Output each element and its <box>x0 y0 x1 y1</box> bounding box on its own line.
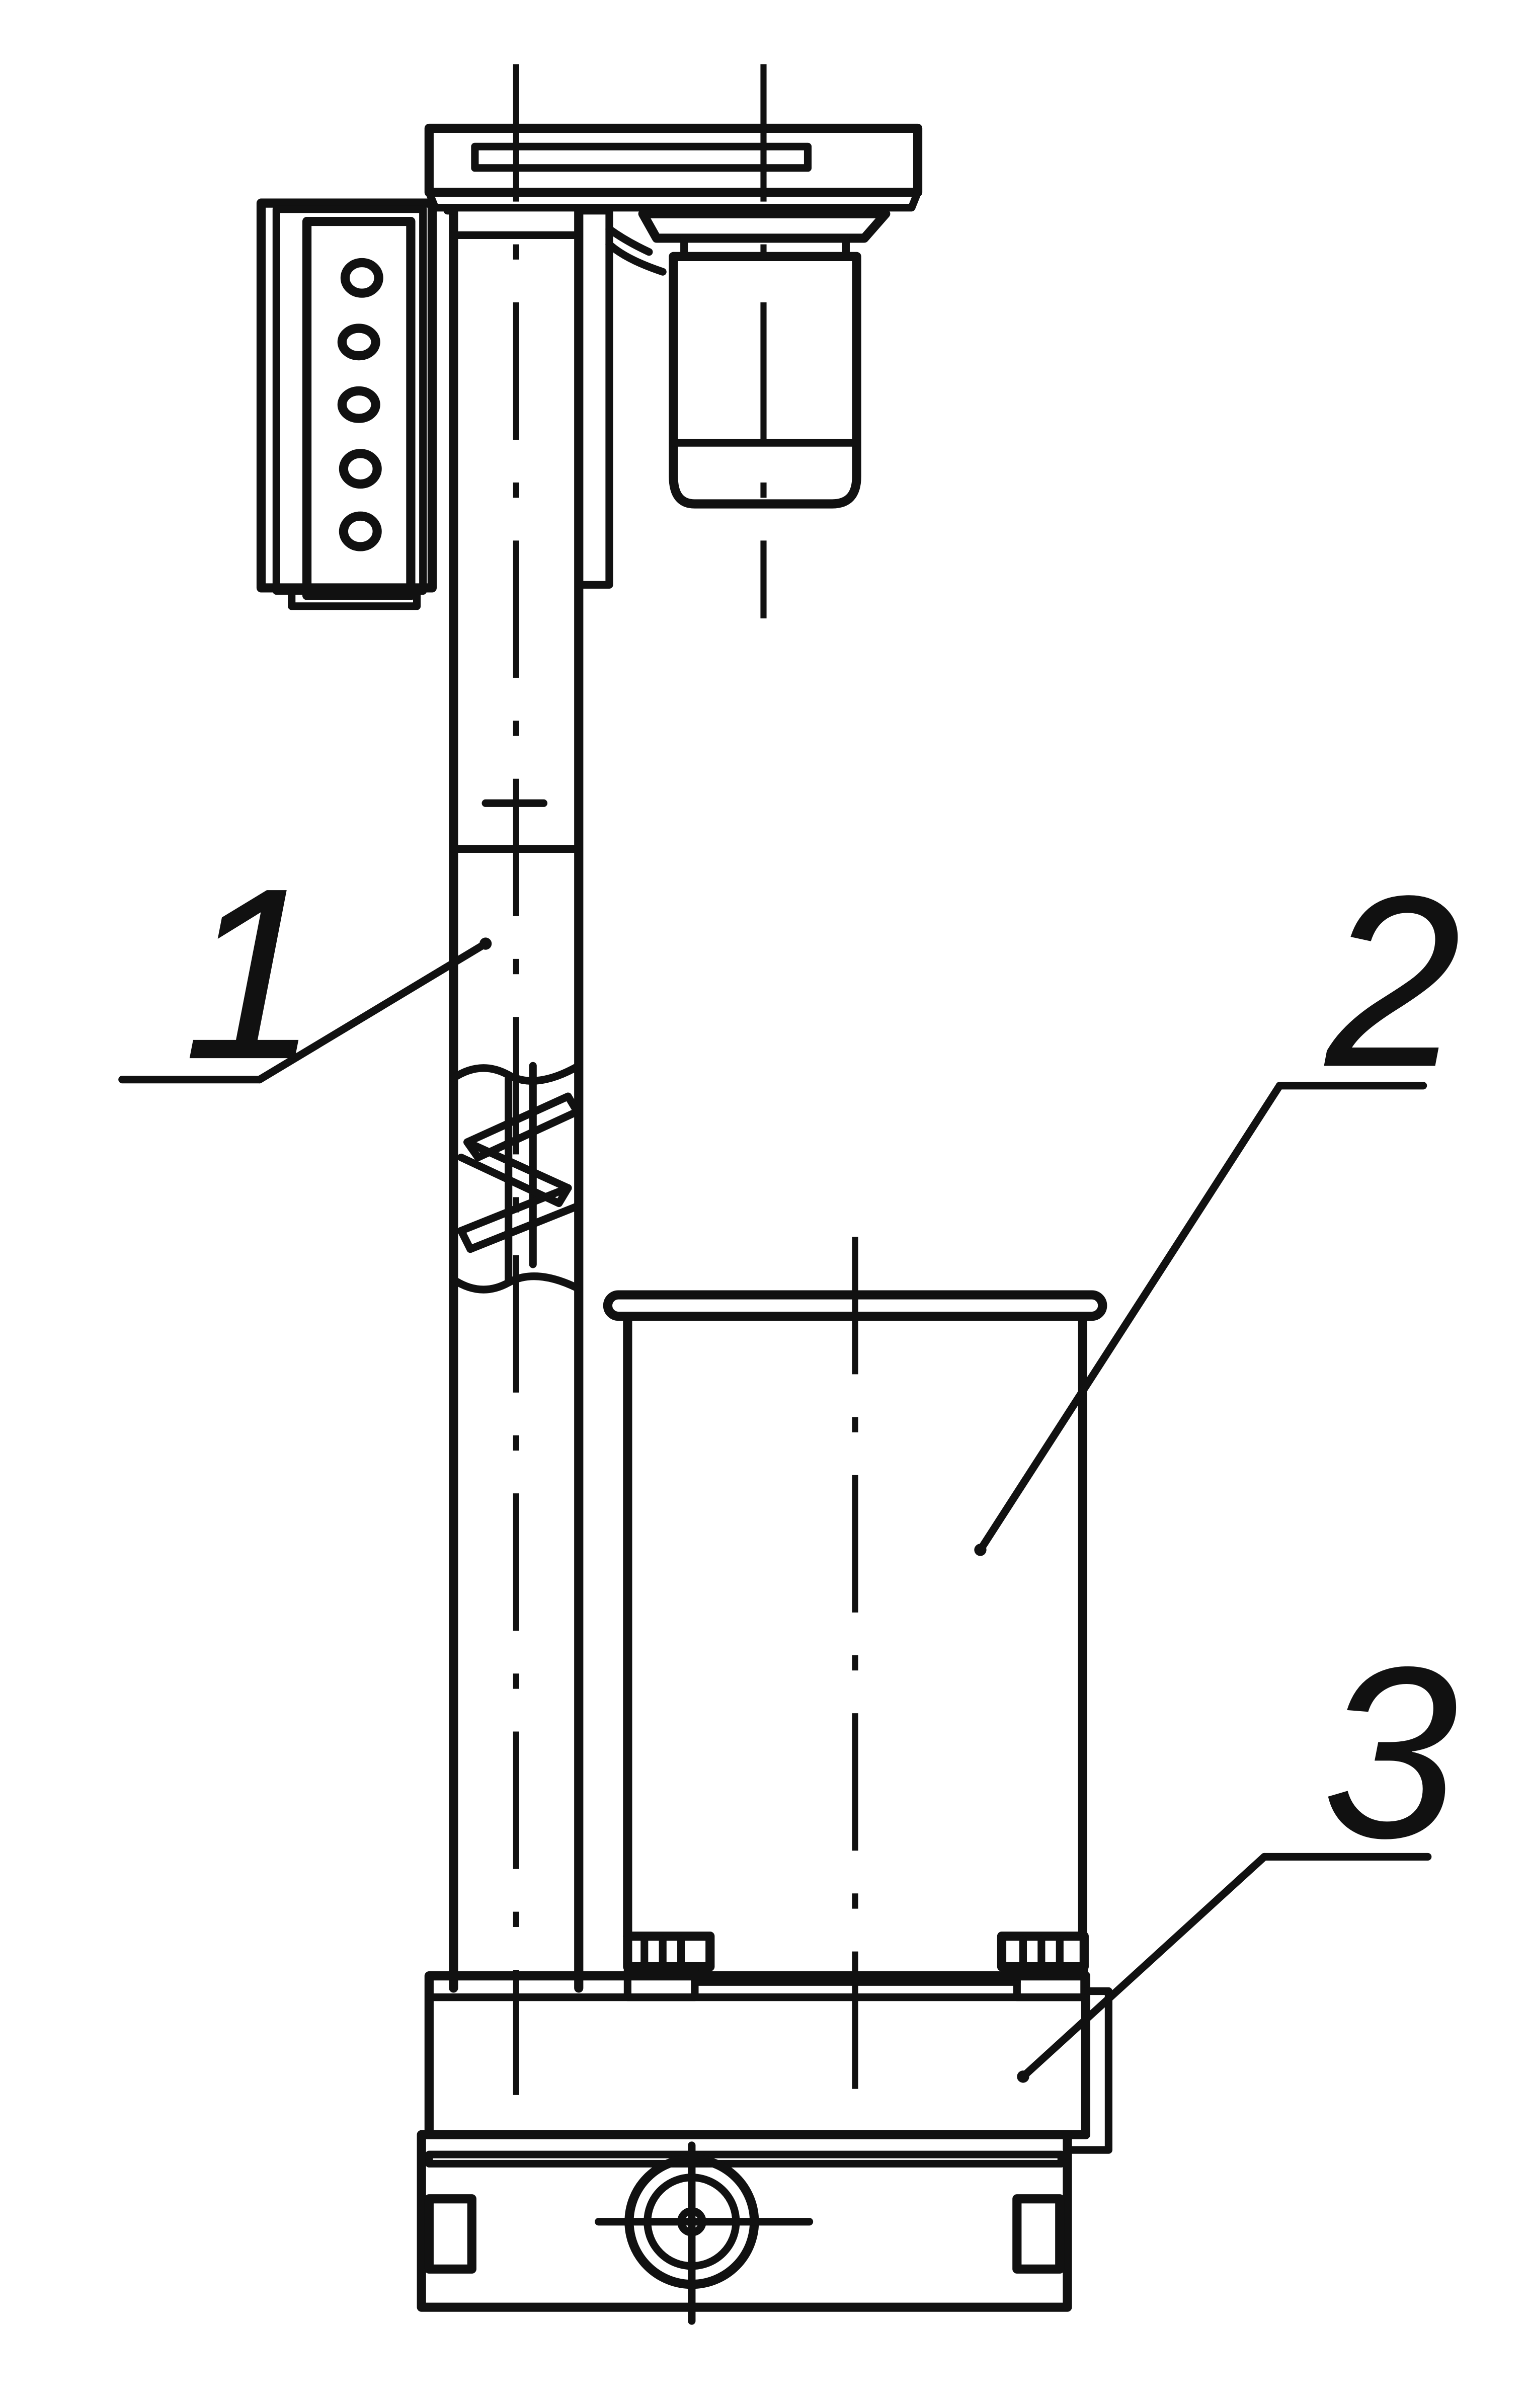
base <box>417 1971 1112 2325</box>
center-lines <box>513 64 858 2108</box>
control-knobs <box>337 258 383 551</box>
ref-label-2: 2 <box>1322 844 1462 1117</box>
vertical-column <box>443 206 613 1993</box>
control-panel <box>256 198 437 610</box>
leader-lines <box>118 937 1432 2083</box>
top-head-plate <box>424 123 923 212</box>
reference-labels: 1 2 3 <box>183 837 1461 1889</box>
drive-motor <box>605 209 891 509</box>
leader-3 <box>1017 1853 1432 2083</box>
spiral-screw-cutaway <box>449 1062 583 1294</box>
ref-label-3: 3 <box>1322 1616 1460 1889</box>
ref-label-1: 1 <box>183 837 319 1110</box>
leader-1 <box>118 937 492 1084</box>
leader-2 <box>974 1082 1427 1556</box>
